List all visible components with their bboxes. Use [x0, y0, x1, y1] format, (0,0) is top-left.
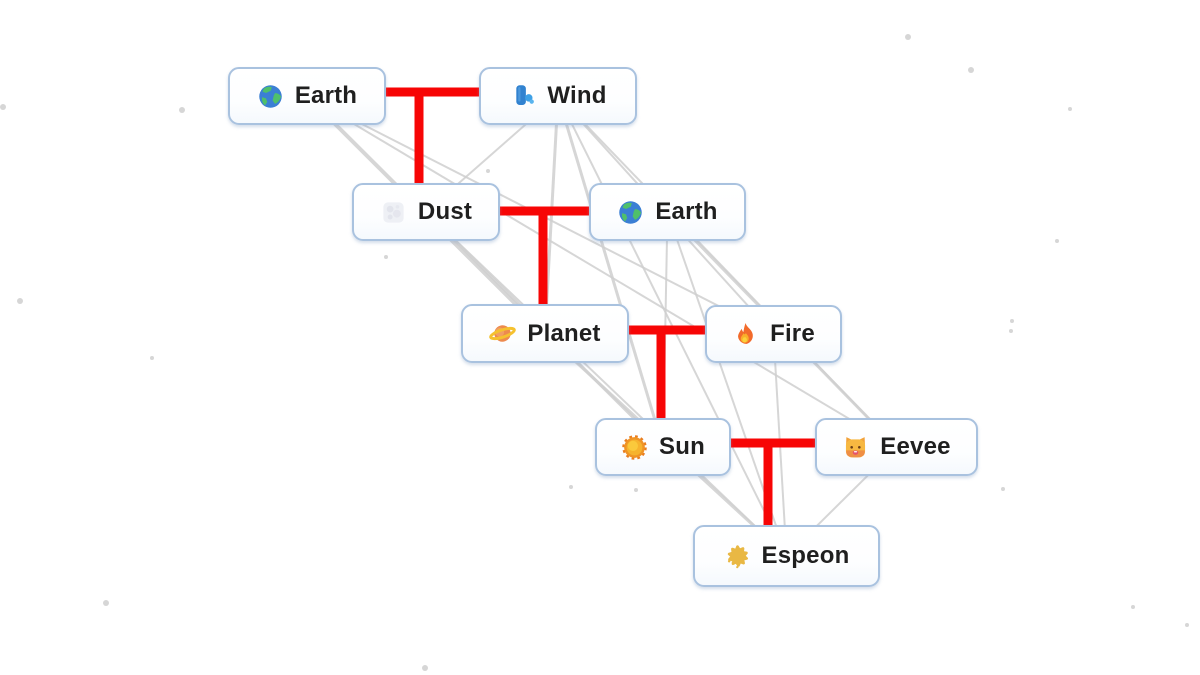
craft-node-dust[interactable]: Dust	[352, 183, 500, 241]
star-dot	[422, 665, 428, 671]
gray-connection-line	[306, 95, 898, 448]
star-dot	[905, 34, 911, 40]
dust-icon	[380, 199, 407, 226]
node-label: Earth	[655, 198, 718, 225]
star-dot	[1010, 319, 1014, 323]
star-dot	[179, 107, 185, 113]
star-dot	[150, 356, 154, 360]
star-dot	[1068, 107, 1072, 111]
craft-node-earth-1[interactable]: Earth	[228, 67, 386, 125]
node-label: Planet	[527, 319, 601, 347]
node-label: Espeon	[761, 542, 850, 569]
star-dot	[384, 255, 388, 259]
node-label: Earth	[294, 82, 358, 109]
star-dot	[1009, 329, 1013, 333]
background-star-dots	[0, 34, 1189, 671]
star-dot	[0, 104, 6, 110]
node-label: Dust	[417, 198, 473, 225]
star-dot	[1185, 623, 1189, 627]
gray-connection-line	[556, 95, 665, 448]
craft-node-espeon[interactable]: Espeon	[693, 525, 880, 587]
star-dot	[17, 298, 23, 304]
earth-icon	[257, 83, 284, 110]
fire-icon	[732, 321, 759, 348]
earth-icon	[617, 199, 644, 226]
eevee-icon	[842, 434, 869, 461]
node-label: Eevee	[880, 433, 951, 460]
node-label: Wind	[547, 82, 607, 109]
espeon-icon	[724, 543, 751, 570]
planet-icon	[489, 320, 517, 347]
star-dot	[1001, 487, 1005, 491]
star-dot	[634, 488, 638, 492]
sun-icon	[621, 434, 648, 461]
star-dot	[103, 600, 109, 606]
craft-node-planet[interactable]: Planet	[461, 304, 629, 363]
star-dot	[1131, 605, 1135, 609]
star-dot	[968, 67, 974, 73]
node-label: Fire	[770, 320, 815, 347]
red-lineage-group	[386, 87, 816, 527]
star-dot	[486, 169, 490, 173]
craft-node-eevee[interactable]: Eevee	[815, 418, 978, 476]
node-label: Sun	[659, 433, 705, 460]
craft-node-sun[interactable]: Sun	[595, 418, 731, 476]
craft-node-fire[interactable]: Fire	[705, 305, 842, 363]
star-dot	[569, 485, 573, 489]
wind-icon	[509, 83, 536, 110]
craft-node-wind[interactable]: Wind	[479, 67, 637, 125]
craft-node-earth-2[interactable]: Earth	[589, 183, 746, 241]
star-dot	[1055, 239, 1059, 243]
